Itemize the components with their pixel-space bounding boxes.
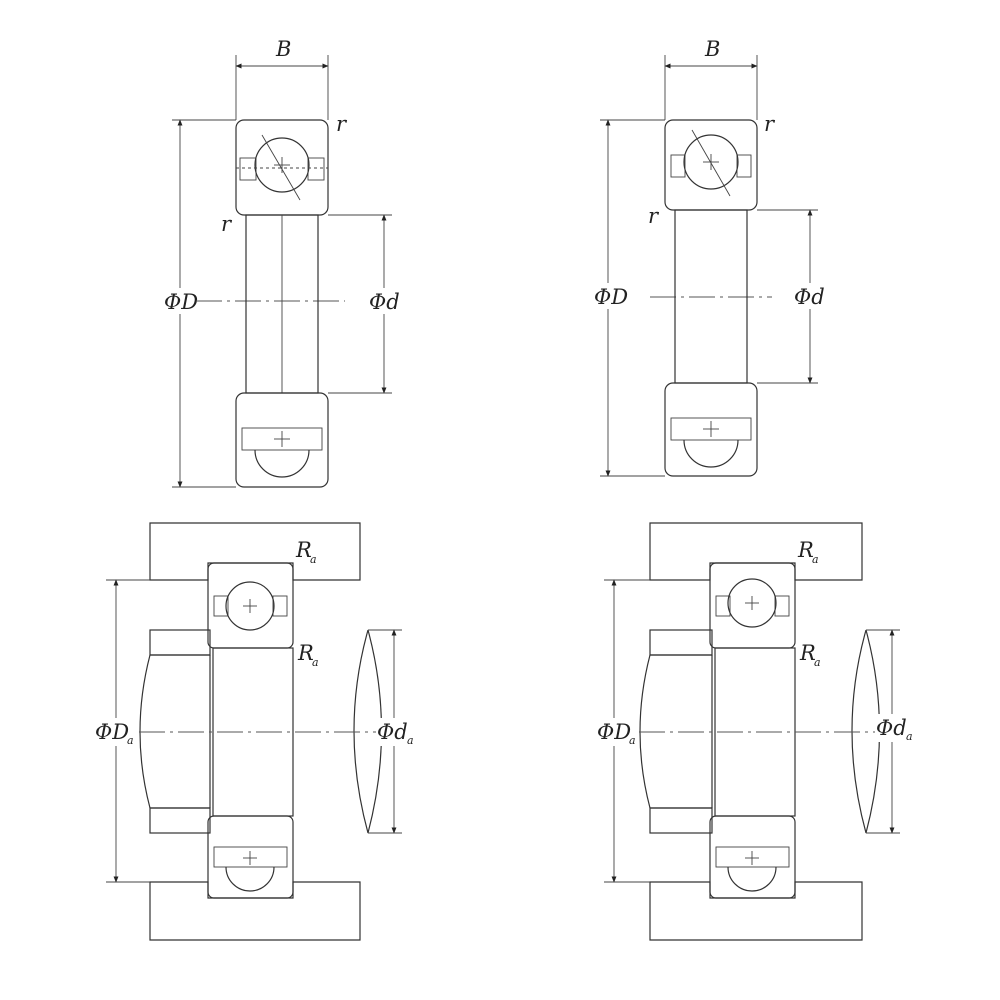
housing-diameter-label: ΦD <box>95 720 129 744</box>
shaft-fillet-label: R <box>799 641 816 665</box>
shaft <box>139 654 211 809</box>
housing-upper <box>149 522 361 581</box>
bearing-view-top-left: B r r ΦD Φd <box>164 37 402 488</box>
shaft-diameter-label: Φd <box>377 720 408 744</box>
bearing-view-top-right: B r r ΦD Φd <box>593 37 827 477</box>
chamfer-label-outer: r <box>764 112 776 136</box>
outer-diameter-label: ΦD <box>594 285 628 309</box>
svg-text:a: a <box>812 553 819 566</box>
housing-upper <box>649 522 863 581</box>
housing-fillet-label: R <box>295 538 312 562</box>
bearing-section-top <box>235 119 329 216</box>
mounting-view-bottom-left: R a R a ΦD a Φd a <box>94 522 416 941</box>
shaft-shoulder-lower <box>149 807 211 834</box>
bearing-section-bottom <box>235 392 329 488</box>
bore-diameter-label: Φd <box>794 285 825 309</box>
housing-diameter-label: ΦD <box>597 720 631 744</box>
bearing-section-top <box>664 119 758 211</box>
chamfer-label-inner: r <box>648 204 660 228</box>
shaft-fillet-label: R <box>297 641 314 665</box>
width-dimension: B <box>664 37 758 120</box>
outer-diameter-dimension: ΦD <box>164 119 236 488</box>
svg-text:a: a <box>906 730 913 743</box>
width-dimension: B <box>235 37 329 120</box>
shaft-shoulder-upper <box>649 629 713 656</box>
svg-text:a: a <box>312 656 319 669</box>
chamfer-label-outer: r <box>336 112 348 136</box>
shaft-diameter-dimension: Φd a <box>866 629 917 834</box>
bearing-section-bottom <box>664 382 758 477</box>
shaft-shoulder-lower <box>649 807 713 834</box>
svg-text:a: a <box>407 734 414 747</box>
svg-text:a: a <box>127 734 134 747</box>
shaft-diameter-dimension: Φd a <box>368 629 416 834</box>
mounting-view-bottom-right: R a R a ΦD a Φd a <box>596 522 917 941</box>
outer-diameter-label: ΦD <box>164 290 198 314</box>
svg-text:a: a <box>310 553 317 566</box>
bore-diameter-dimension: Φd <box>757 209 827 384</box>
svg-text:a: a <box>629 734 636 747</box>
width-label: B <box>275 37 291 61</box>
housing-diameter-dimension: ΦD a <box>596 579 650 883</box>
shaft-diameter-label: Φd <box>876 716 907 740</box>
bore-diameter-dimension: Φd <box>328 214 402 394</box>
bore-diameter-label: Φd <box>369 290 400 314</box>
chamfer-label-inner: r <box>221 212 233 236</box>
outer-diameter-dimension: ΦD <box>593 119 665 477</box>
svg-text:a: a <box>814 656 821 669</box>
shaft-shoulder-upper <box>149 629 211 656</box>
housing-diameter-dimension: ΦD a <box>94 579 150 883</box>
housing-fillet-label: R <box>797 538 814 562</box>
width-label: B <box>704 37 720 61</box>
shaft <box>639 654 713 809</box>
